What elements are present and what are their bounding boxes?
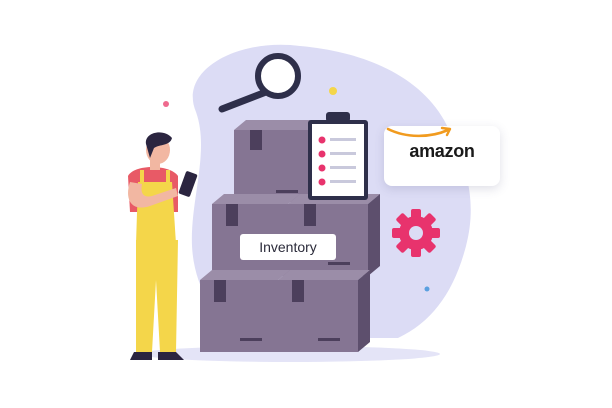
amazon-smile-icon bbox=[386, 126, 452, 138]
amazon-logo-text: amazon bbox=[409, 141, 475, 161]
decor-dot-blue bbox=[424, 286, 430, 292]
amazon-logo-card: amazon bbox=[384, 126, 500, 186]
inventory-label: Inventory bbox=[240, 234, 336, 260]
cardboard-box-icon bbox=[278, 270, 370, 352]
worker-figure bbox=[128, 132, 198, 360]
decor-dot-yellow bbox=[329, 87, 337, 95]
tablet-icon bbox=[178, 171, 198, 197]
gear-icon bbox=[392, 209, 440, 257]
clipboard-icon bbox=[308, 112, 368, 200]
decor-dot-pink bbox=[163, 101, 169, 107]
magnifier-icon bbox=[218, 53, 301, 113]
cardboard-box-icon bbox=[200, 270, 290, 352]
